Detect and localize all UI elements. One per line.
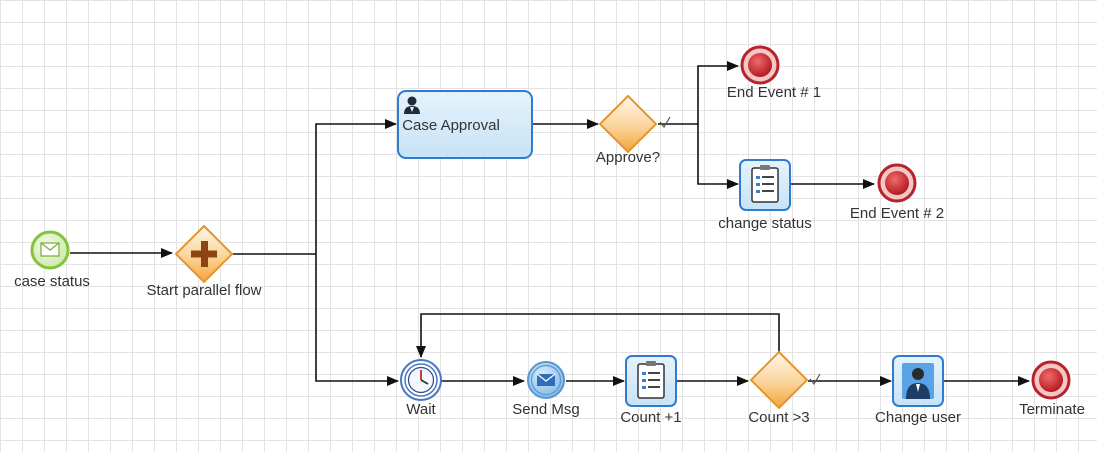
task-label: Case Approval (402, 117, 500, 134)
flow-approve-to-end1[interactable] (658, 61, 739, 125)
flow-split-to-case-approval[interactable] (315, 119, 397, 254)
clock-icon (407, 366, 435, 394)
clipboard-list-icon (637, 361, 665, 399)
sequence-flows (70, 61, 1030, 386)
flow-loop-back-to-wait[interactable] (416, 313, 780, 358)
end-event-2[interactable]: End Event # 2 (850, 163, 944, 222)
timer-event-wait[interactable]: Wait (400, 359, 442, 418)
flow-approve-to-change-status[interactable] (697, 124, 739, 189)
end-event-icon (1039, 368, 1063, 392)
task-label: change status (718, 215, 811, 232)
envelope-icon (536, 373, 556, 386)
end-event-icon (748, 53, 772, 77)
event-label: End Event # 2 (850, 205, 944, 222)
envelope-icon (40, 242, 60, 257)
user-icon (404, 96, 420, 114)
send-message-event[interactable]: Send Msg (512, 361, 580, 418)
default-flow-mark (809, 373, 821, 386)
exclusive-gateway-approve[interactable]: Approve? (596, 94, 660, 166)
event-label: End Event # 1 (727, 84, 821, 101)
parallel-gateway[interactable]: Start parallel flow (146, 224, 262, 299)
gateway-label: Approve? (596, 149, 660, 166)
user-task-change-user[interactable]: Change user (875, 355, 961, 426)
exclusive-gateway-count[interactable]: Count >3 (748, 350, 810, 426)
script-task-count-plus[interactable]: Count +1 (620, 355, 682, 426)
end-event-icon (885, 171, 909, 195)
gateway-label: Count >3 (748, 409, 809, 426)
default-flow-mark (659, 116, 671, 129)
start-message-event[interactable]: case status (14, 230, 90, 290)
user-task-case-approval[interactable]: Case Approval (397, 90, 533, 159)
task-label: Count +1 (620, 409, 681, 426)
task-label: Change user (875, 409, 961, 426)
clipboard-list-icon (751, 165, 779, 203)
event-label: Send Msg (512, 401, 580, 418)
script-task-change-status[interactable]: change status (718, 159, 812, 232)
event-label: case status (14, 273, 90, 290)
event-label: Wait (406, 401, 436, 418)
flow-split-to-wait[interactable] (315, 254, 399, 386)
end-event-1[interactable]: End Event # 1 (727, 45, 821, 101)
user-icon (902, 363, 934, 399)
event-label: Terminate (1019, 401, 1085, 418)
terminate-end-event[interactable]: Terminate (1019, 360, 1085, 418)
gateway-label: Start parallel flow (146, 282, 261, 299)
plus-icon (191, 241, 217, 267)
